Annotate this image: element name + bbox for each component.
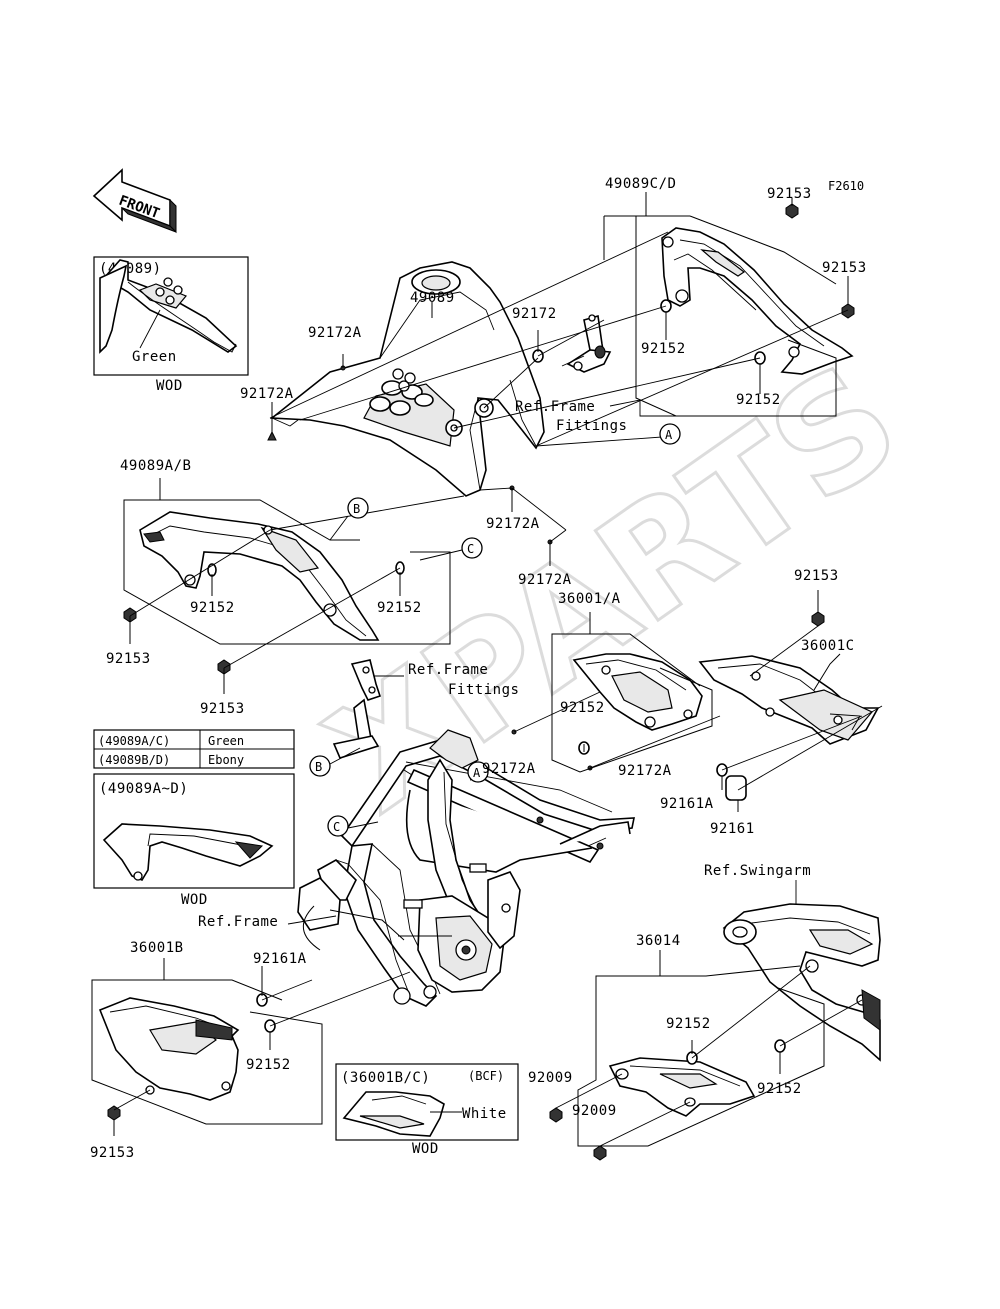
callout-92152-a: 92152 [641, 341, 686, 357]
callout-92009-a: 92009 [528, 1070, 573, 1086]
inset-36001bc-title: (36001B/C) [341, 1070, 430, 1086]
callout-92153-c: 92153 [106, 651, 151, 667]
callout-92153-a: 92153 [767, 186, 812, 202]
callout-92172: 92172 [512, 306, 557, 322]
frame-fitting-bracket-1 [566, 314, 612, 373]
marker-a-1-label: A [665, 428, 673, 442]
callout-92161: 92161 [710, 821, 755, 837]
callout-labels: 49089C/D 92153 92153 49089 92172 92152 9… [90, 176, 867, 1161]
marker-c-1-label: C [467, 542, 474, 556]
callout-49089: 49089 [410, 290, 455, 306]
ref-swingarm: Ref.Swingarm [704, 863, 811, 879]
callout-36014: 36014 [636, 933, 681, 949]
callout-92009-b: 92009 [572, 1103, 617, 1119]
grommet-cluster [369, 368, 434, 416]
callout-92153-b: 92153 [822, 260, 867, 276]
inset-36001bc-caption: WOD [412, 1141, 439, 1157]
inset-49089a-d: (49089A~D) WOD [93, 773, 295, 908]
inset-36001bc: (36001B/C) (BCF) White WOD [335, 1063, 519, 1157]
marker-b-2-label: B [315, 760, 322, 774]
callout-92172a-c: 92172A [486, 516, 540, 532]
callout-92152-e: 92152 [560, 700, 605, 716]
inset-36001bc-tag: (BCF) [468, 1069, 504, 1083]
marker-b-1-label: B [353, 502, 360, 516]
marker-c-2-label: C [333, 820, 340, 834]
side-panel-36001b [98, 997, 240, 1101]
inset-49089-caption: WOD [156, 378, 183, 394]
marker-c-1: C [461, 537, 483, 559]
marker-c-2: C [327, 815, 349, 837]
ref-frame-fittings-2-line2: Fittings [448, 682, 519, 698]
ref-frame-fittings-2-line1: Ref.Frame [408, 662, 488, 678]
callout-92153-f: 92153 [90, 1145, 135, 1161]
marker-a-2: A [467, 761, 489, 783]
callout-49089cd: 49089C/D [605, 176, 676, 192]
reference-labels: Ref.Frame Fittings Ref.Frame Fittings Re… [198, 399, 811, 930]
frame-fitting-bracket-2 [332, 659, 382, 759]
color-table-color-2: Ebony [208, 753, 244, 767]
callout-92172a-e: 92172A [482, 761, 536, 777]
leader-lines [91, 192, 883, 1147]
color-table-color-1: Green [208, 734, 244, 748]
callout-92152-c: 92152 [190, 600, 235, 616]
callout-92152-b: 92152 [736, 392, 781, 408]
callout-92152-f: 92152 [666, 1016, 711, 1032]
figure-code: F2610 [828, 179, 864, 193]
callout-92172a-b: 92172A [240, 386, 294, 402]
color-table-code-2: (49089B/D) [98, 753, 170, 767]
inset-36001bc-note: White [462, 1106, 507, 1122]
inset-49089: (49089) Green WOD [93, 256, 249, 394]
callout-92152-d: 92152 [377, 600, 422, 616]
tank-cover-49089 [269, 261, 545, 497]
callout-92152-h: 92152 [246, 1057, 291, 1073]
callout-92152-g: 92152 [757, 1081, 802, 1097]
inset-49089-note: Green [132, 349, 177, 365]
ref-frame-fittings-1-line1: Ref.Frame [515, 399, 595, 415]
color-table: (49089A/C) Green (49089B/D) Ebony [93, 729, 295, 769]
callout-92172a-f: 92172A [618, 763, 672, 779]
front-arrow-icon: FRONT [92, 168, 177, 234]
callout-36001c: 36001C [801, 638, 855, 654]
callout-36001a: 36001/A [558, 591, 621, 607]
hardware-92161 [107, 763, 747, 1121]
callout-92172a-a: 92172A [308, 325, 362, 341]
swingarm [722, 903, 881, 1062]
inset-49089a-d-title: (49089A~D) [99, 781, 188, 797]
callout-92172a-d: 92172A [518, 572, 572, 588]
callout-92161a-a: 92161A [660, 796, 714, 812]
side-panel-36001a [511, 653, 703, 771]
side-panel-36001c [698, 611, 880, 745]
marker-b-1: B [347, 497, 369, 519]
side-cover-49089ab [123, 511, 405, 675]
frame-assembly [297, 729, 635, 1007]
callout-92153-d: 92153 [200, 701, 245, 717]
callout-49089ab: 49089A/B [120, 458, 191, 474]
marker-a-1: A [659, 423, 681, 445]
marker-b-2: B [309, 755, 331, 777]
inset-49089a-d-caption: WOD [181, 892, 208, 908]
ref-frame-fittings-1-line2: Fittings [556, 418, 627, 434]
color-table-code-1: (49089A/C) [98, 734, 170, 748]
callout-92153-e: 92153 [794, 568, 839, 584]
marker-a-2-label: A [473, 766, 481, 780]
callout-92161a-b: 92161A [253, 951, 307, 967]
callout-36001b: 36001B [130, 940, 184, 956]
side-cover-49089cd [661, 227, 854, 375]
ref-frame: Ref.Frame [198, 914, 278, 930]
